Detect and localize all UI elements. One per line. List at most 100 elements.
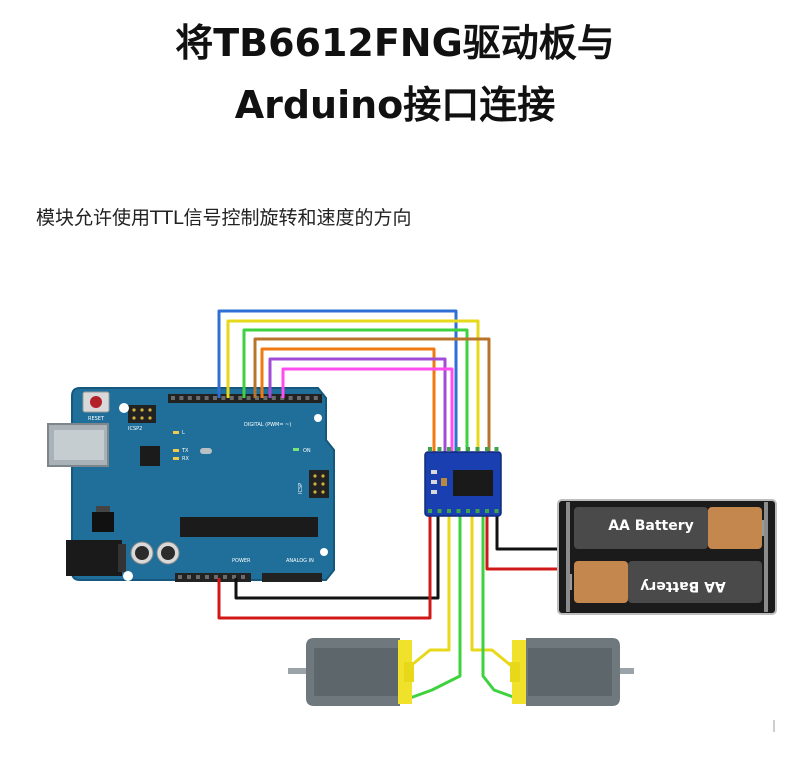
header-pin bbox=[466, 447, 470, 451]
driver-top-pins bbox=[428, 447, 499, 451]
header-pin bbox=[229, 396, 234, 400]
led-on bbox=[293, 448, 299, 451]
wire-5v-arduino bbox=[217, 515, 432, 620]
header-pin bbox=[241, 575, 245, 579]
motor-right bbox=[510, 638, 634, 706]
wire-orange bbox=[260, 347, 436, 455]
power-header-pins bbox=[178, 575, 245, 579]
label-tx: TX bbox=[181, 448, 189, 454]
header-pin bbox=[221, 396, 226, 400]
led-rx bbox=[173, 457, 179, 460]
header-pin bbox=[466, 509, 470, 513]
header-pin bbox=[246, 396, 251, 400]
header-pin bbox=[179, 396, 184, 400]
power-label: POWER bbox=[232, 558, 251, 564]
icsp2-label: ICSP2 bbox=[128, 426, 142, 432]
header-pin bbox=[447, 447, 451, 451]
header-pin bbox=[428, 447, 432, 451]
power-header bbox=[175, 573, 251, 582]
header-pin bbox=[178, 575, 182, 579]
atmega-chip bbox=[180, 517, 318, 537]
wire-battery-pos bbox=[485, 515, 566, 571]
header-pin bbox=[232, 575, 236, 579]
analog-label: ANALOG IN bbox=[286, 558, 314, 564]
header-pin bbox=[196, 396, 201, 400]
header-pin bbox=[223, 575, 227, 579]
capacitors bbox=[130, 541, 180, 565]
icsp-label: ICSP bbox=[298, 483, 304, 494]
wire-motor-b-1 bbox=[470, 515, 515, 670]
header-pin bbox=[204, 396, 209, 400]
header-pin bbox=[205, 575, 209, 579]
page-title-line-2: Arduino接口连接 bbox=[234, 83, 556, 127]
label-on: ON bbox=[303, 448, 311, 454]
description-text: 模块允许使用TTL信号控制旋转和速度的方向 bbox=[36, 207, 412, 229]
wire-green bbox=[242, 328, 469, 455]
arduino-board: RESET ICSP2 L TX RX ON bbox=[47, 387, 335, 582]
wire-yellow bbox=[226, 319, 480, 455]
battery-top-label: AA Battery bbox=[608, 518, 694, 534]
header-pin bbox=[313, 396, 318, 400]
wire-motor-a-1 bbox=[407, 515, 451, 670]
header-pin bbox=[428, 509, 432, 513]
battery-holder: AA Battery AA Battery bbox=[557, 499, 777, 615]
header-pin bbox=[187, 396, 192, 400]
header-pin bbox=[171, 396, 175, 400]
header-pin bbox=[494, 447, 499, 451]
header-pin bbox=[456, 509, 461, 513]
power-wires bbox=[217, 515, 566, 620]
label-l: L bbox=[182, 430, 185, 436]
header-pin bbox=[263, 396, 268, 400]
header-pin bbox=[255, 396, 259, 400]
motor-wires bbox=[407, 515, 517, 700]
dc-power-jack bbox=[66, 540, 122, 576]
header-pin bbox=[485, 447, 489, 451]
header-pin bbox=[288, 396, 293, 400]
tb6612-driver-board bbox=[424, 447, 502, 517]
battery-bottom-label: AA Battery bbox=[640, 578, 726, 594]
led-l bbox=[173, 431, 179, 434]
wire-magenta bbox=[281, 367, 454, 455]
wire-purple bbox=[268, 357, 447, 455]
digital-header-pins bbox=[171, 396, 318, 400]
digital-header bbox=[168, 394, 322, 403]
battery-cell-top: AA Battery bbox=[574, 507, 768, 549]
wire-motor-a-2 bbox=[409, 515, 462, 700]
signal-wires bbox=[217, 309, 491, 455]
header-pin bbox=[485, 509, 489, 513]
header-pin bbox=[437, 447, 442, 451]
header-pin bbox=[475, 509, 480, 513]
reset-label: RESET bbox=[88, 416, 105, 422]
icsp-header bbox=[309, 470, 329, 498]
header-pin bbox=[213, 396, 217, 400]
analog-header bbox=[262, 573, 322, 582]
wire-battery-neg bbox=[495, 515, 558, 551]
header-pin bbox=[214, 575, 218, 579]
header-pin bbox=[238, 396, 243, 400]
motor-left bbox=[288, 638, 414, 706]
header-pin bbox=[447, 509, 451, 513]
driver-bottom-pins bbox=[428, 509, 499, 513]
icsp2-header bbox=[128, 405, 156, 423]
header-pin bbox=[456, 447, 461, 451]
header-pin bbox=[196, 575, 200, 579]
usb-chip bbox=[140, 446, 160, 466]
voltage-regulator bbox=[92, 512, 114, 532]
battery-cell-bottom: AA Battery bbox=[566, 561, 762, 603]
driver-chip bbox=[453, 470, 493, 496]
wire-brown bbox=[253, 337, 491, 455]
header-pin bbox=[187, 575, 191, 579]
header-pin bbox=[271, 396, 276, 400]
page-title-line-1: 将TB6612FNG驱动板与 bbox=[175, 21, 615, 65]
digital-label: DIGITAL (PWM= ~) bbox=[244, 422, 291, 428]
led-tx bbox=[173, 449, 179, 452]
wire-gnd-arduino bbox=[234, 515, 440, 600]
header-pin bbox=[437, 509, 442, 513]
header-pin bbox=[297, 396, 301, 400]
wire-motor-b-2 bbox=[481, 515, 517, 700]
wire-blue bbox=[217, 309, 458, 455]
header-pin bbox=[305, 396, 310, 400]
label-rx: RX bbox=[182, 456, 189, 462]
header-pin bbox=[475, 447, 480, 451]
